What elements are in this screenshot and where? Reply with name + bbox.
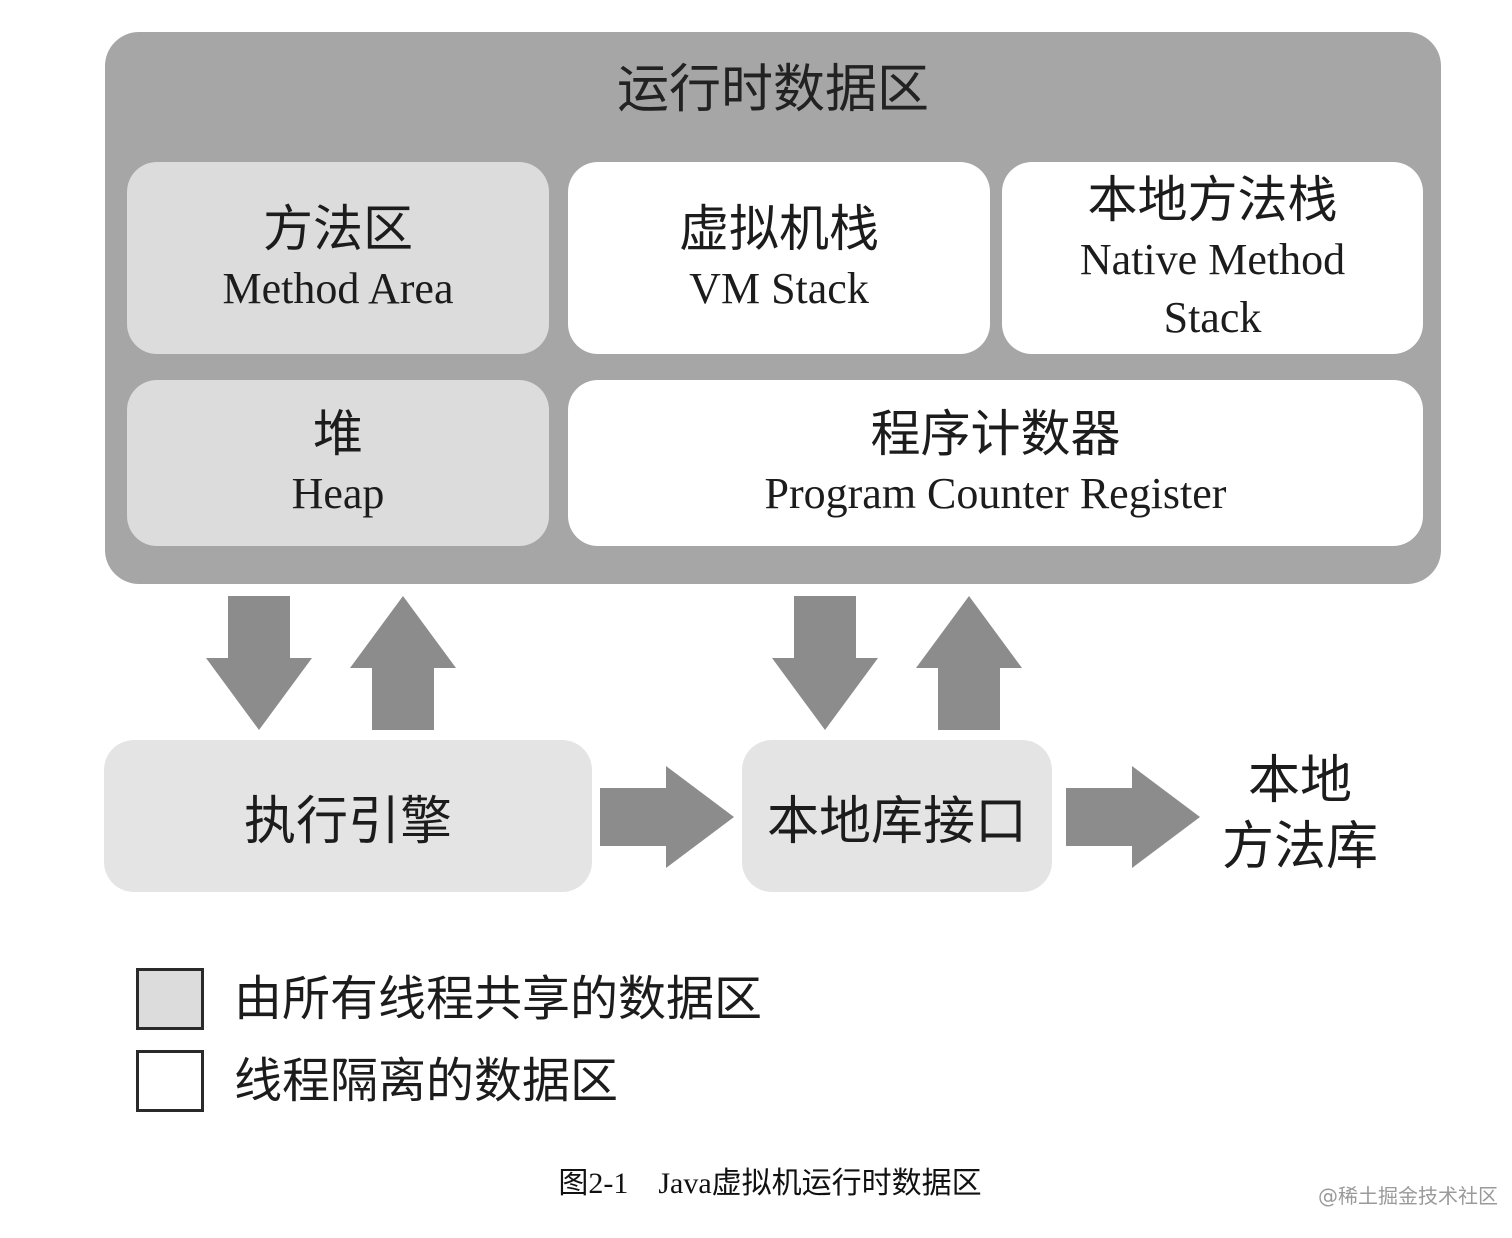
native-method-library-line1: 本地 [1247,751,1352,811]
down-arrow-icon [772,596,878,730]
up-arrow-icon [350,596,456,730]
execution-engine-label: 执行引擎 [243,791,452,852]
heap-region: 堆 Heap [127,380,549,546]
program-counter-en-label: Program Counter Register [764,469,1227,518]
method-area-cn-label: 方法区 [263,200,413,258]
native-interface-label: 本地库接口 [766,791,1027,852]
legend-private-swatch [136,1050,204,1112]
vm-stack-region: 虚拟机栈 VM Stack [568,162,990,354]
native-method-stack-region: 本地方法栈 Native Method Stack [1002,162,1423,354]
right-arrow-icon [600,766,734,868]
watermark: @稀土掘金技术社区 [1318,1184,1498,1208]
legend-private-label: 线程隔离的数据区 [234,1053,619,1109]
vm-stack-cn-label: 虚拟机栈 [679,200,879,258]
native-method-stack-en-label-line1: Native Method [1079,235,1346,284]
heap-en-label: Heap [291,469,385,518]
native-method-library: 本地 方法库 [1195,748,1405,880]
method-area-en-label: Method Area [222,264,454,313]
legend-shared-swatch [136,968,204,1030]
down-arrow-icon [206,596,312,730]
figure-caption: 图2-1 Java虚拟机运行时数据区 [558,1167,982,1200]
native-method-library-line2: 方法库 [1221,817,1378,877]
runtime-data-area-title: 运行时数据区 [616,60,929,120]
program-counter-cn-label: 程序计数器 [870,405,1121,463]
program-counter-region: 程序计数器 Program Counter Register [568,380,1423,546]
method-area-region: 方法区 Method Area [127,162,549,354]
execution-engine-box: 执行引擎 [104,740,592,892]
native-interface-box: 本地库接口 [742,740,1052,892]
right-arrow-icon [1066,766,1200,868]
vm-stack-en-label: VM Stack [689,264,869,313]
up-arrow-icon [916,596,1022,730]
legend-shared-label: 由所有线程共享的数据区 [234,971,763,1027]
native-method-stack-en-label-line2: Stack [1163,293,1262,342]
native-method-stack-cn-label: 本地方法栈 [1087,171,1338,229]
heap-cn-label: 堆 [313,405,363,463]
